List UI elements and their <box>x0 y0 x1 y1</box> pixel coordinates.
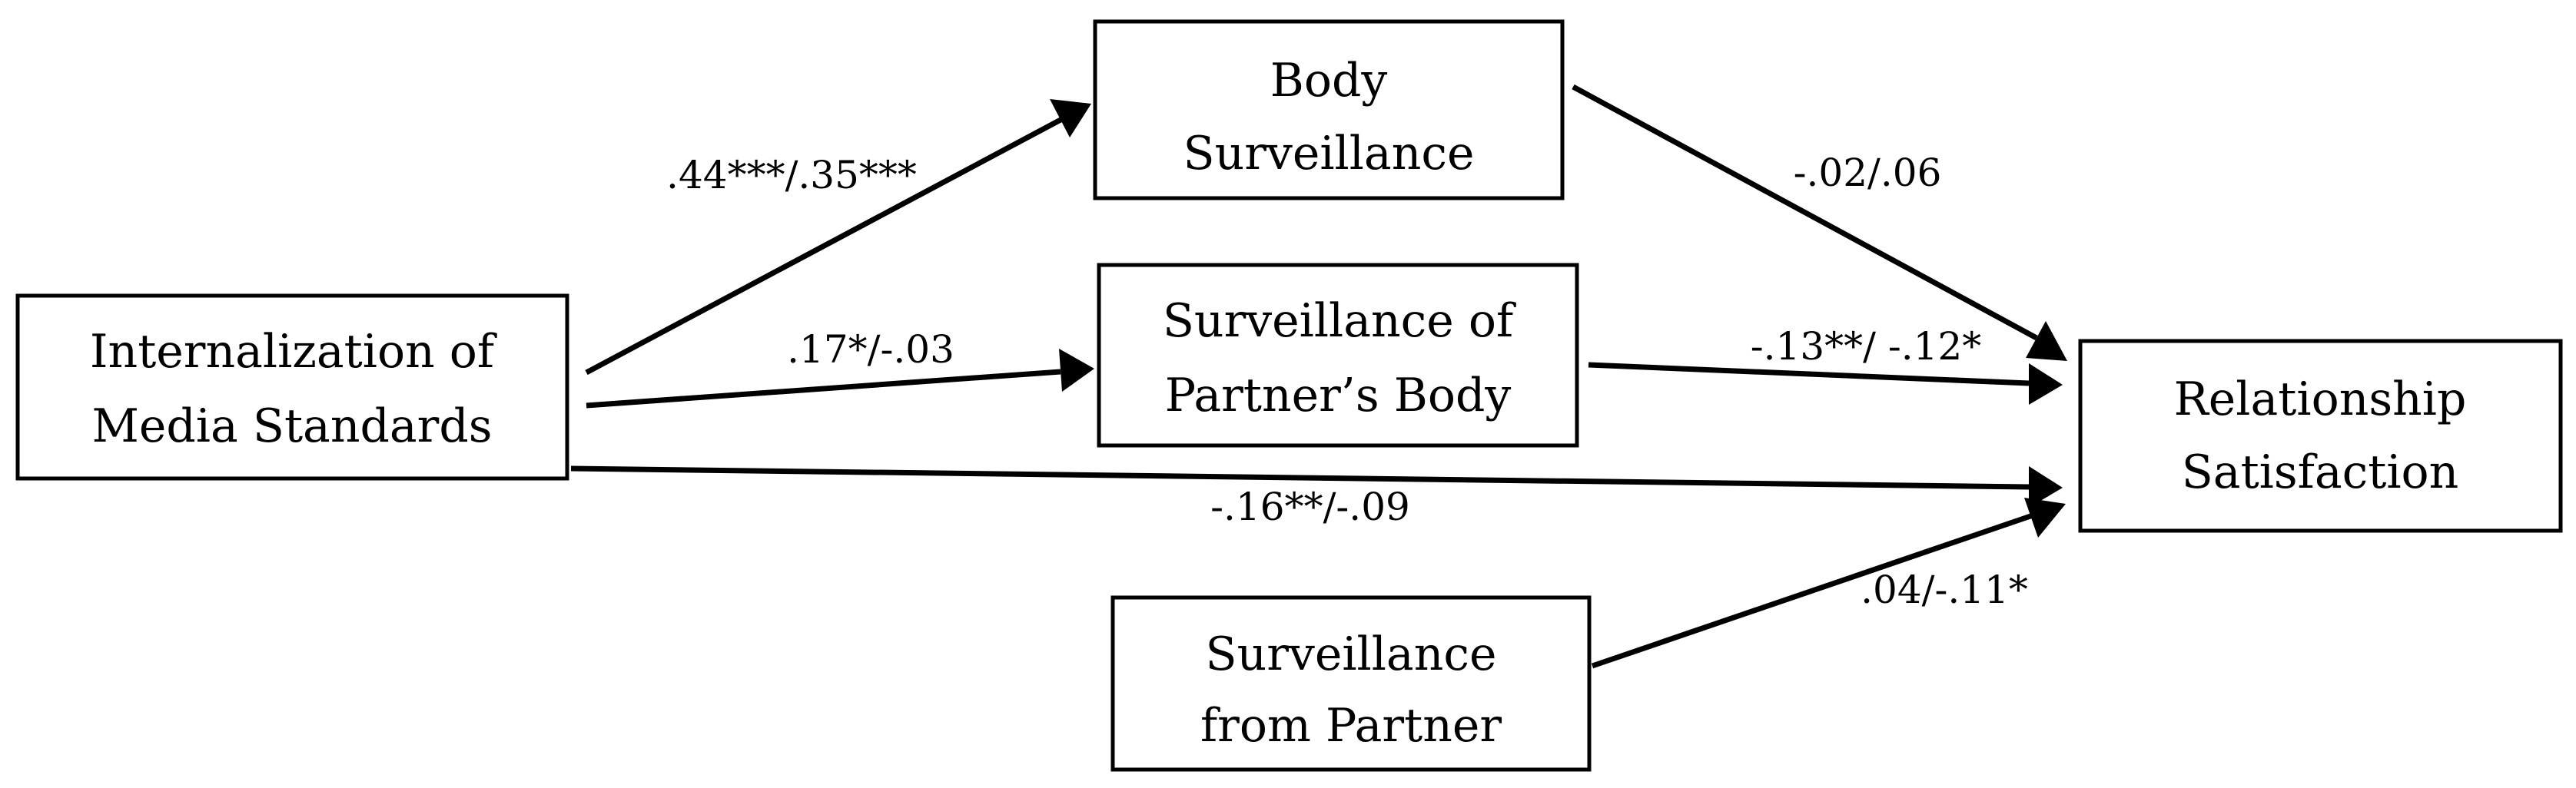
edge-internalization-to-partner-body <box>586 349 1094 409</box>
edge-line <box>1572 84 2038 341</box>
arrow-head <box>2026 321 2067 361</box>
arrow-head <box>2029 466 2063 508</box>
arrow-head <box>2029 363 2063 405</box>
arrow-head <box>1059 349 1094 392</box>
arrow-head <box>2024 498 2066 538</box>
edge-line <box>1591 512 2037 669</box>
edge-internalization-to-body <box>585 99 1091 376</box>
node-body-surveillance: Body Surveillance <box>1093 19 1565 200</box>
node-label-line-1: Surveillance of <box>1163 294 1516 348</box>
node-label-line-2: Surveillance <box>1183 127 1475 180</box>
edge-label-from-partner-to-relationship: .04/-.11* <box>1861 568 2028 612</box>
node-relationship: Relationship Satisfaction <box>2078 339 2563 533</box>
node-label-line-1: Body <box>1270 54 1388 108</box>
edge-line <box>1588 362 2030 386</box>
edge-label-internalization-to-partner-body: .17*/-.03 <box>787 327 954 372</box>
node-box <box>2078 339 2563 533</box>
edge-label-body-to-relationship: -.02/.06 <box>1794 151 1942 195</box>
node-label-line-2: Media Standards <box>91 399 492 453</box>
edge-line <box>585 116 1064 376</box>
edge-internalization-to-relationship <box>570 465 2063 508</box>
node-from-partner: Surveillance from Partner <box>1110 595 1592 772</box>
edge-line <box>586 369 1061 409</box>
edge-from-partner-to-relationship <box>1591 498 2066 669</box>
node-label-line-1: Internalization of <box>90 325 497 379</box>
edge-label-internalization-to-body: .44***/.35*** <box>666 153 917 197</box>
arrow-head <box>1050 99 1091 137</box>
edge-line <box>570 465 2030 490</box>
node-partner-body: Surveillance of Partner’s Body <box>1097 263 1579 448</box>
edge-label-internalization-to-relationship: -.16**/-.09 <box>1210 485 1410 529</box>
node-box <box>1097 263 1579 448</box>
node-label-line-1: Surveillance <box>1206 627 1497 681</box>
node-label-line-2: Partner’s Body <box>1165 369 1512 422</box>
node-label-line-2: from Partner <box>1200 699 1502 753</box>
edge-body-to-relationship <box>1572 84 2067 361</box>
edge-partner-body-to-relationship <box>1588 362 2063 405</box>
node-box <box>1093 19 1565 200</box>
node-box <box>15 293 569 481</box>
node-box <box>1110 595 1592 772</box>
edge-label-partner-body-to-relationship: -.13**/ -.12* <box>1751 324 1982 369</box>
node-label-line-2: Satisfaction <box>2182 445 2459 499</box>
node-internalization: Internalization of Media Standards <box>15 293 569 481</box>
node-label-line-1: Relationship <box>2174 372 2467 426</box>
